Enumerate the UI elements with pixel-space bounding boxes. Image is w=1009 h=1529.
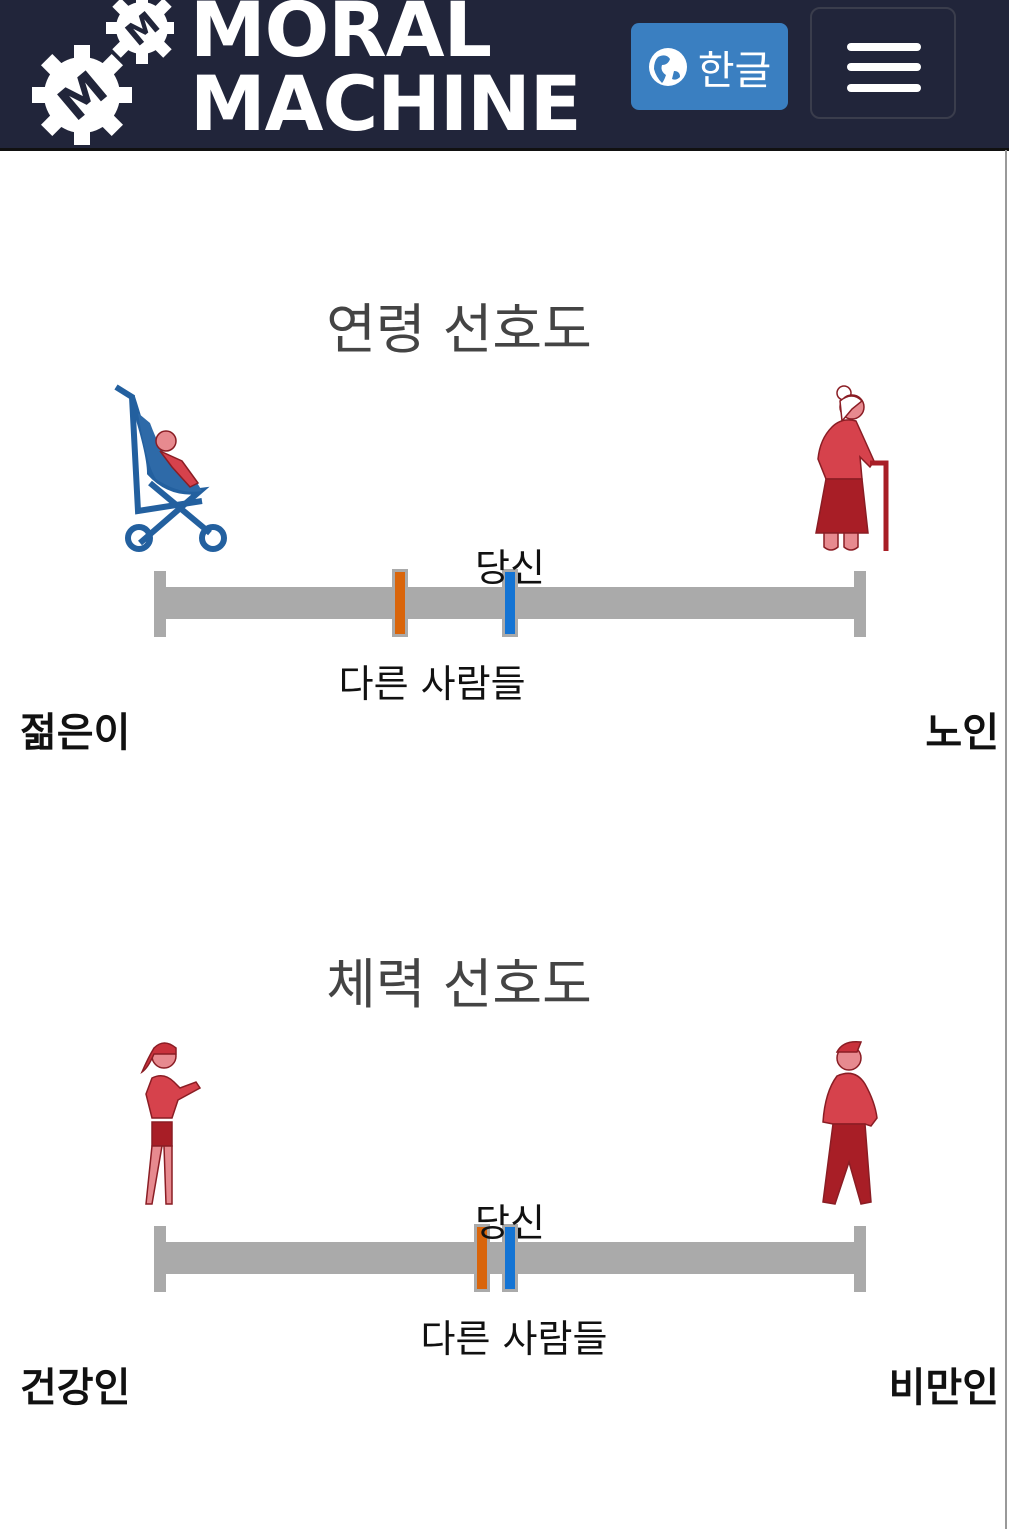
moral-machine-logo-icon[interactable]: M M xyxy=(14,0,174,148)
scale-right-cap xyxy=(854,1226,866,1292)
hamburger-menu-icon xyxy=(847,43,921,51)
large-man-icon xyxy=(822,1040,878,1205)
language-label: 한글 xyxy=(697,47,772,94)
scale-right-cap xyxy=(854,571,866,637)
you-marker xyxy=(502,1224,518,1292)
hamburger-line xyxy=(847,84,921,92)
left-end-label: 건강인 xyxy=(20,1365,131,1411)
section-title: 연령 선호도 xyxy=(326,298,592,361)
logo-text-machine[interactable]: MACHINE xyxy=(190,59,582,148)
left-end-label: 젊은이 xyxy=(20,710,131,756)
you-marker xyxy=(502,569,518,637)
others-label: 다른 사람들 xyxy=(420,1317,608,1361)
globe-icon xyxy=(648,47,687,86)
logo-text-moral[interactable]: MORAL xyxy=(190,0,492,74)
top-navbar: M M MORAL MACHINE 한글 xyxy=(0,0,1009,151)
menu-toggle-button[interactable] xyxy=(810,7,956,119)
others-marker xyxy=(392,569,409,637)
hamburger-line xyxy=(847,63,921,71)
age-preference-section: 연령 선호도 당신 다른 사람들 젊은이 노인 xyxy=(0,285,1009,805)
stroller-baby-icon xyxy=(114,384,227,552)
others-marker xyxy=(474,1224,490,1292)
right-end-label: 비만인 xyxy=(888,1365,999,1411)
fit-woman-icon xyxy=(140,1042,202,1205)
you-label: 당신 xyxy=(475,1201,545,1245)
right-end-label: 노인 xyxy=(925,710,999,756)
fitness-preference-section: 체력 선호도 당신 다른 사람들 건강인 비만인 xyxy=(0,940,1009,1460)
scale-left-cap xyxy=(154,571,166,637)
language-button[interactable]: 한글 xyxy=(631,23,788,110)
elderly-woman-cane-icon xyxy=(815,385,889,551)
content-border xyxy=(1005,150,1007,1529)
scale-left-cap xyxy=(154,1226,166,1292)
you-label: 당신 xyxy=(475,546,545,590)
others-label: 다른 사람들 xyxy=(338,662,526,706)
section-title: 체력 선호도 xyxy=(326,953,592,1016)
